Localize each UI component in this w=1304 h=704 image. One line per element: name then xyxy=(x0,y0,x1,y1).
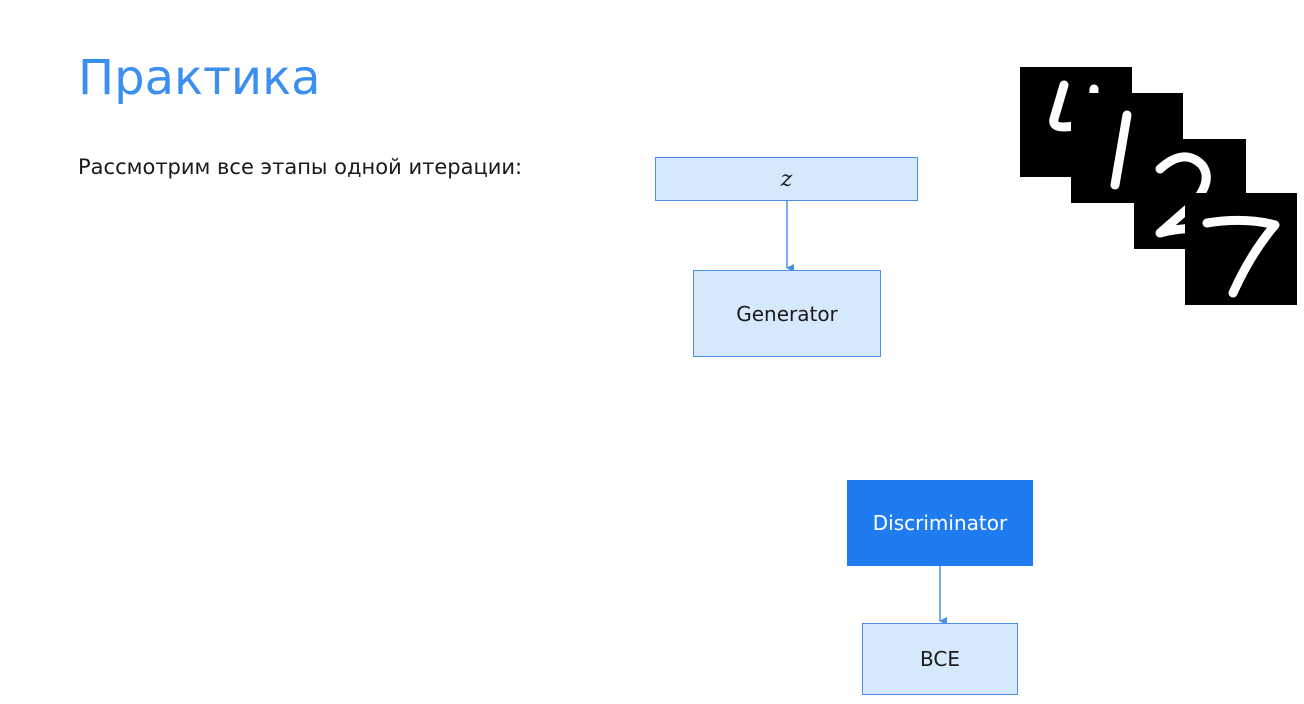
node-z: z xyxy=(655,157,918,201)
node-z-label: z xyxy=(780,166,793,192)
intro-text: Рассмотрим все этапы одной итерации: xyxy=(78,155,523,179)
node-discriminator: Discriminator xyxy=(847,480,1033,566)
digit-image-7 xyxy=(1185,193,1297,305)
node-generator: Generator xyxy=(693,270,881,357)
slide-title: Практика xyxy=(78,50,321,106)
node-generator-label: Generator xyxy=(736,301,838,326)
node-bce: BCE xyxy=(862,623,1018,695)
node-discriminator-label: Discriminator xyxy=(872,511,1008,535)
node-bce-label: BCE xyxy=(920,647,960,671)
